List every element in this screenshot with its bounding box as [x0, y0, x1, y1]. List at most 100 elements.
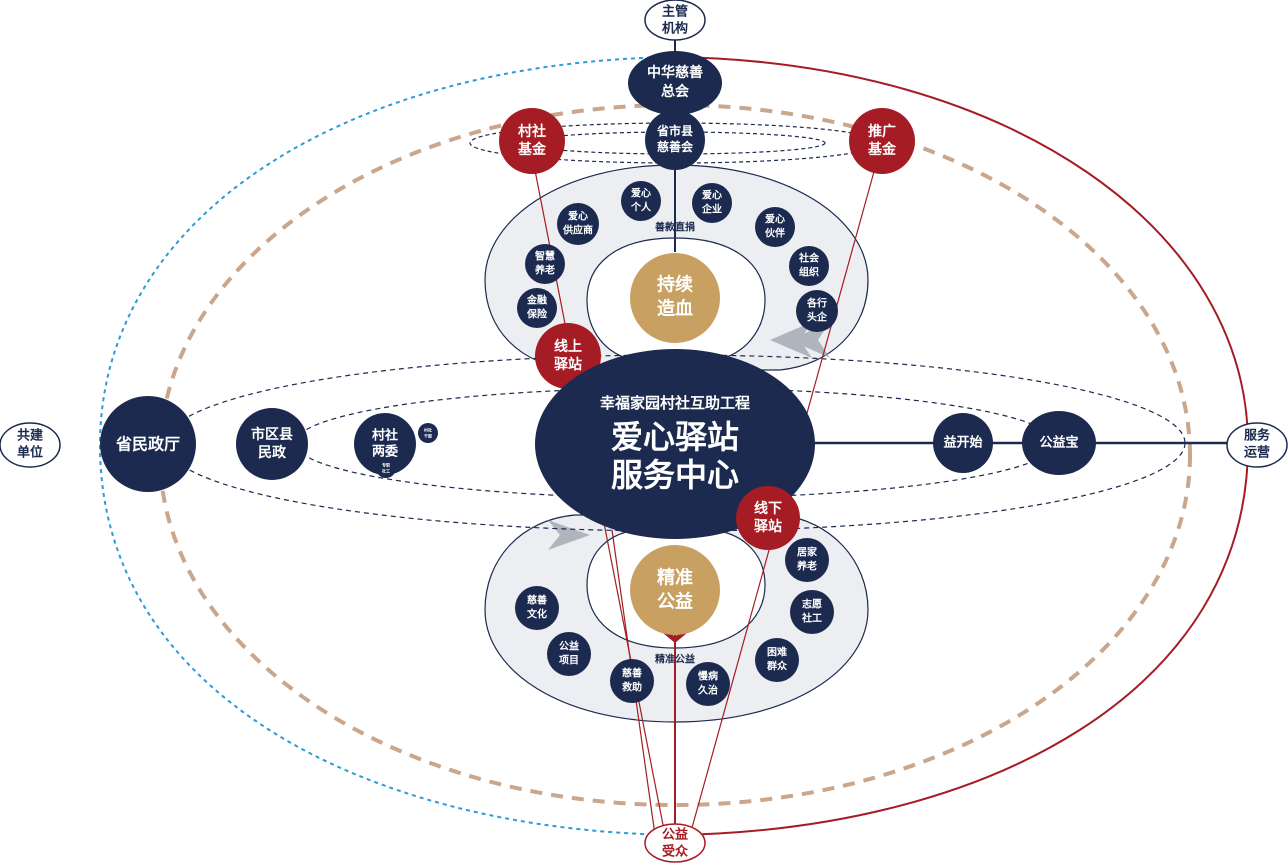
precision-core-line2: 公益	[657, 591, 693, 613]
provincial-charity-node: 省市县 慈善会	[645, 110, 705, 170]
social-worker-line2: 社工	[381, 468, 390, 474]
village-cadre-line2: 干部	[424, 433, 432, 439]
sustainable-core: 持续 造血	[630, 253, 720, 343]
chronic-disease: 慢病 久治	[686, 662, 730, 706]
left-partner-line1: 共建	[17, 428, 43, 444]
volunteer-line2: 社工	[801, 612, 822, 625]
village-committee-line1: 村社	[372, 428, 398, 444]
center-title-line1: 爱心驿站	[611, 418, 739, 456]
donor-supplier-line1: 爱心	[568, 210, 588, 223]
promotion-fund-node: 推广 基金	[849, 108, 915, 174]
smart-eldercare: 智慧 养老	[525, 244, 565, 284]
precision-core: 精准 公益	[630, 545, 720, 635]
donor-supplier: 爱心 供应商	[557, 203, 599, 245]
village-cadre-line1: 村社	[424, 427, 432, 433]
needy-people: 困难 群众	[755, 638, 799, 682]
chronic-disease-line1: 慢病	[698, 670, 718, 683]
sustainable-core-line2: 造血	[657, 298, 693, 320]
top-authority-line2: 机构	[662, 21, 688, 37]
center-subtitle: 幸福家园村社互助工程	[600, 394, 750, 412]
finance-insurance-line2: 保险	[526, 308, 548, 321]
donor-leading-enterprise: 各行 头企	[796, 290, 838, 332]
donor-individual-line1: 爱心	[631, 187, 651, 200]
sustainable-core-line1: 持续	[657, 274, 693, 296]
donor-enterprise-line2: 企业	[701, 203, 722, 216]
donor-partner-line1: 爱心	[765, 213, 785, 226]
donor-leading-enterprise-line1: 各行	[806, 297, 827, 310]
charity-culture: 慈善 文化	[515, 586, 559, 630]
gongyi-bao-label: 公益宝	[1039, 435, 1078, 451]
finance-insurance: 金融 保险	[517, 288, 557, 328]
provincial-charity-line1: 省市县	[656, 123, 693, 138]
donor-partner-line2: 伙伴	[765, 227, 785, 240]
donor-leading-enterprise-line2: 头企	[807, 311, 828, 324]
charity-federation-line1: 中华慈善	[647, 64, 703, 81]
needy-people-line2: 群众	[767, 660, 788, 673]
right-service-line2: 运营	[1244, 445, 1270, 461]
donor-individual-line2: 个人	[630, 201, 652, 214]
precision-charity-label: 精准公益	[655, 653, 695, 666]
provincial-charity-line2: 慈善会	[657, 139, 694, 154]
charity-relief: 慈善 救助	[610, 659, 654, 703]
promotion-fund-line2: 基金	[868, 141, 897, 158]
volunteer-social-work: 志愿 社工	[790, 590, 834, 634]
offline-station-line2: 驿站	[754, 518, 782, 535]
home-eldercare: 居家 养老	[785, 538, 829, 582]
donor-social-org-line1: 社会	[798, 252, 819, 265]
welfare-project-line1: 公益	[559, 640, 579, 653]
charity-culture-line1: 慈善	[527, 594, 547, 607]
online-station-line2: 驿站	[554, 356, 582, 373]
bottom-beneficiary-line2: 受众	[662, 844, 688, 860]
lower-chevron	[548, 520, 590, 550]
provincial-civil-affairs-node: 省民政厅	[100, 396, 196, 492]
right-service-line1: 服务	[1244, 428, 1271, 444]
village-cadre-node: 村社 干部	[418, 423, 438, 443]
donor-individual: 爱心 个人	[621, 181, 661, 221]
charity-relief-line2: 救助	[622, 681, 642, 694]
donor-enterprise: 爱心 企业	[692, 183, 732, 223]
direct-donation-label: 善款直捐	[655, 221, 695, 234]
left-partner-line2: 单位	[17, 445, 43, 461]
online-station-line1: 线上	[554, 338, 582, 355]
charity-federation-line2: 总会	[661, 83, 690, 100]
volunteer-line1: 志愿	[802, 598, 822, 611]
village-committee-node: 村社 两委	[354, 413, 416, 475]
village-committee-line2: 两委	[372, 444, 398, 460]
chronic-disease-line2: 久治	[697, 684, 718, 697]
donor-enterprise-line1: 爱心	[702, 189, 722, 202]
donor-social-org-line2: 组织	[799, 266, 819, 279]
charity-culture-line2: 文化	[527, 608, 547, 621]
top-authority-line1: 主管	[662, 4, 688, 20]
needy-people-line1: 困难	[767, 646, 787, 659]
yi-start-node: 益开始	[933, 413, 993, 473]
donor-social-org: 社会 组织	[789, 246, 829, 286]
top-authority-node: 主管 机构	[644, 0, 706, 41]
bottom-beneficiary-line1: 公益	[662, 827, 688, 843]
charity-federation-node: 中华慈善 总会	[628, 51, 722, 115]
promotion-fund-line1: 推广	[868, 123, 896, 140]
smart-eldercare-line2: 养老	[534, 264, 555, 277]
city-county-line1: 市区县	[251, 426, 293, 443]
precision-core-line1: 精准	[657, 567, 693, 589]
social-worker-line1: 专职	[382, 462, 390, 468]
public-welfare-project: 公益 项目	[547, 632, 591, 676]
offline-station-node: 线下 驿站	[736, 486, 800, 550]
welfare-project-line2: 项目	[559, 655, 579, 667]
charity-relief-line1: 慈善	[622, 667, 642, 680]
donor-supplier-line2: 供应商	[562, 224, 593, 237]
village-fund-node: 村社 基金	[499, 108, 565, 174]
center-title-line2: 服务中心	[611, 456, 739, 494]
home-eldercare-line2: 养老	[796, 560, 817, 573]
yi-start-label: 益开始	[943, 435, 982, 451]
bottom-beneficiary-node: 公益 受众	[644, 823, 706, 863]
home-eldercare-line1: 居家	[797, 546, 818, 559]
provincial-civil-affairs-label: 省民政厅	[115, 435, 180, 454]
finance-insurance-line1: 金融	[526, 294, 547, 307]
gongyi-bao-node: 公益宝	[1022, 411, 1096, 475]
right-service-node: 服务 运营	[1226, 422, 1288, 468]
left-partner-node: 共建 单位	[0, 422, 61, 468]
offline-station-line1: 线下	[754, 500, 782, 517]
donor-partner: 爱心 伙伴	[755, 207, 795, 247]
city-county-line2: 民政	[258, 444, 287, 461]
